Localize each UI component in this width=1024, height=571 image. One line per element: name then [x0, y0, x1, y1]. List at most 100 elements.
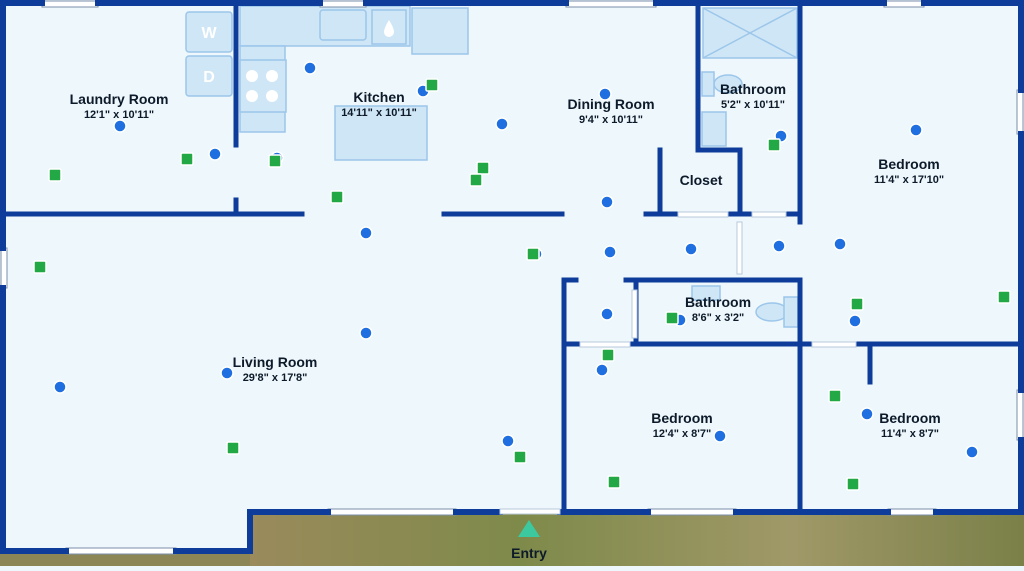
washer — [185, 11, 233, 53]
door — [811, 341, 857, 348]
blue-dot-icon[interactable] — [684, 242, 698, 256]
room-label-living-room: Living Room 29'8" x 17'8" — [233, 354, 318, 385]
green-square-icon[interactable] — [828, 389, 842, 403]
room-dimensions: 5'2" x 10'11" — [721, 99, 785, 111]
room-name: Closet — [679, 172, 723, 188]
room-label-right-bedroom: Bedroom 11'4" x 17'10" — [874, 156, 944, 187]
green-square-icon[interactable] — [33, 260, 47, 274]
room-name: Laundry Room — [69, 91, 169, 107]
blue-dot-icon[interactable] — [772, 239, 786, 253]
green-square-icon[interactable] — [665, 311, 679, 325]
shower-cross — [702, 7, 798, 59]
blue-dot-icon[interactable] — [603, 245, 617, 259]
blue-dot-icon[interactable] — [600, 307, 614, 321]
entry-arrow-icon[interactable] — [518, 520, 540, 537]
blue-dot-icon[interactable] — [303, 61, 317, 75]
green-square-icon[interactable] — [850, 297, 864, 311]
green-square-icon[interactable] — [268, 154, 282, 168]
blue-dot-icon[interactable] — [909, 123, 923, 137]
room-dimensions: 9'4" x 10'11" — [578, 114, 643, 126]
blue-dot-icon[interactable] — [359, 326, 373, 340]
blue-dot-icon[interactable] — [598, 87, 612, 101]
window — [1016, 89, 1024, 135]
stove-burners — [246, 70, 278, 102]
blue-dot-icon[interactable] — [495, 117, 509, 131]
blue-dot-icon[interactable] — [359, 226, 373, 240]
door — [499, 508, 561, 515]
room-name: Bedroom — [878, 156, 940, 172]
kitchen-fixtures — [239, 5, 469, 161]
door — [579, 341, 631, 348]
room-name: Kitchen — [353, 89, 405, 105]
room-label-corner-bedroom: Bedroom 11'4" x 8'7" — [879, 410, 940, 441]
room-dimensions: 14'11" x 10'11" — [341, 107, 417, 119]
stove-burner — [266, 90, 278, 102]
door — [631, 289, 638, 339]
green-square-icon[interactable] — [469, 173, 483, 187]
blue-dot-icon[interactable] — [965, 445, 979, 459]
green-square-icon[interactable] — [846, 477, 860, 491]
green-square-icon[interactable] — [513, 450, 527, 464]
room-label-upper-bathroom: Bathroom 5'2" x 10'11" — [720, 81, 786, 112]
exterior-wall — [0, 0, 1024, 554]
blue-dot-icon[interactable] — [208, 147, 222, 161]
blue-dot-icon[interactable] — [833, 237, 847, 251]
door — [736, 221, 743, 275]
door — [751, 211, 787, 218]
room-dimensions: 8'6" x 3'2" — [691, 312, 745, 324]
green-square-icon[interactable] — [476, 161, 490, 175]
blue-dot-icon[interactable] — [595, 363, 609, 377]
bathroom-sink — [691, 285, 721, 301]
green-square-icon[interactable] — [330, 190, 344, 204]
window — [1016, 389, 1024, 441]
refrigerator — [411, 7, 469, 55]
outdoor-ground-left — [0, 553, 250, 566]
stove-burner — [246, 70, 258, 82]
green-square-icon[interactable] — [997, 290, 1011, 304]
green-markers — [33, 78, 1011, 491]
room-label-dining-room: Dining Room 9'4" x 10'11" — [567, 96, 654, 127]
blue-dot-icon[interactable] — [713, 429, 727, 443]
blue-dot-icon[interactable] — [220, 366, 234, 380]
walls — [0, 0, 1024, 554]
entry-label[interactable]: Entry — [511, 545, 547, 561]
room-label-closet: Closet — [680, 172, 723, 189]
green-square-icon[interactable] — [607, 475, 621, 489]
room-dimensions: 12'4" x 8'7" — [652, 428, 712, 440]
room-dimensions: 12'1" x 10'11" — [83, 109, 155, 121]
window — [647, 508, 737, 516]
green-square-icon[interactable] — [526, 247, 540, 261]
green-square-icon[interactable] — [180, 152, 194, 166]
room-name: Dining Room — [567, 96, 655, 112]
blue-dot-icon[interactable] — [501, 434, 515, 448]
blue-dot-icon[interactable] — [113, 119, 127, 133]
green-square-icon[interactable] — [226, 441, 240, 455]
green-square-icon[interactable] — [767, 138, 781, 152]
room-name: Living Room — [232, 354, 318, 370]
toilet-tank — [783, 296, 799, 328]
blue-dot-icon[interactable] — [600, 195, 614, 209]
blue-dot-icon[interactable] — [53, 380, 67, 394]
blue-dot-icon[interactable] — [860, 407, 874, 421]
kitchen-sink — [319, 9, 367, 41]
window — [883, 0, 925, 8]
window — [327, 508, 457, 516]
green-square-icon[interactable] — [601, 348, 615, 362]
window — [565, 0, 657, 8]
green-square-icon[interactable] — [48, 168, 62, 182]
blue-dot-icon[interactable] — [848, 314, 862, 328]
stove-burner — [246, 90, 258, 102]
dryer-label: D — [203, 69, 215, 86]
window — [319, 0, 367, 8]
room-label-laundry-room: Laundry Room 12'1" x 10'11" — [70, 91, 169, 122]
laundry-appliances — [185, 11, 233, 97]
outdoor-ground — [250, 514, 1024, 566]
room-dimensions: 11'4" x 17'10" — [873, 174, 945, 186]
dryer — [185, 55, 233, 97]
room-label-lower-bathroom: Bathroom 8'6" x 3'2" — [685, 294, 751, 325]
green-square-icon[interactable] — [425, 78, 439, 92]
window — [0, 247, 8, 289]
room-name: Bedroom — [879, 410, 941, 426]
